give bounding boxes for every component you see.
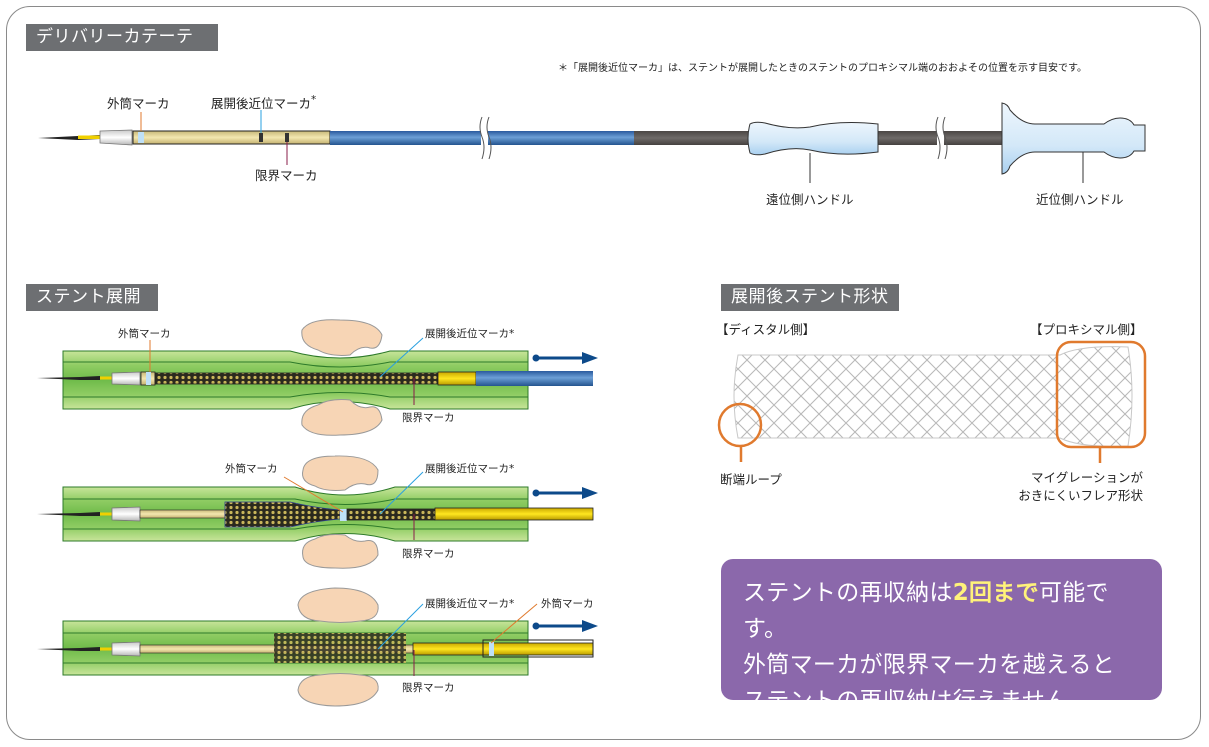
pull-arrow-1 xyxy=(532,352,598,364)
label-limit-marker: 限界マーカ xyxy=(255,168,318,183)
delivery-catheter xyxy=(38,102,1146,183)
label-text: 展開後近位マーカ xyxy=(211,96,312,111)
pull-arrow-3 xyxy=(532,620,598,632)
step1-outer-marker: 外筒マーカ xyxy=(118,328,171,340)
lesion-top xyxy=(301,319,383,356)
label-outer-marker: 外筒マーカ xyxy=(107,96,170,111)
catheter-tip xyxy=(99,129,133,146)
stent-mesh xyxy=(154,372,439,385)
rewrap-limit-callout: ステントの再収納は2回まで可能です。 外筒マーカが限界マーカを越えると ステント… xyxy=(721,559,1162,714)
label-proximal-side: 【プロキシマル側】 xyxy=(1030,322,1143,337)
outer-sheath xyxy=(132,130,331,145)
label-distal-handle: 遠位側ハンドル xyxy=(766,192,854,207)
break-mark-1 xyxy=(479,116,492,160)
label-post-deploy-proximal-marker: 展開後近位マーカ* xyxy=(211,93,316,112)
step2-proximal-marker: 展開後近位マーカ* xyxy=(425,463,515,475)
step3-proximal-marker: 展開後近位マーカ* xyxy=(425,598,515,610)
callout-text: ステントの再収納は xyxy=(743,580,953,606)
lesion-bottom xyxy=(301,399,383,436)
deployment-step-1 xyxy=(37,319,598,436)
step1-proximal-marker: 展開後近位マーカ* xyxy=(425,328,515,340)
label-cut-end-loop: 断端ループ xyxy=(720,472,782,487)
distal-handle xyxy=(747,121,879,156)
label-distal-side: 【ディスタル側】 xyxy=(716,322,816,337)
callout-line-1: ステントの再収納は2回まで可能です。 xyxy=(743,575,1142,647)
proximal-marker-band xyxy=(259,133,263,142)
stent-mesh-body xyxy=(733,346,1133,447)
callout-text: 可能です。 xyxy=(743,580,1109,642)
deployment-step-3 xyxy=(37,587,598,707)
flare-line-2: おきにくいフレア形状 xyxy=(1018,488,1143,503)
label-flare-shape: マイグレーションが おきにくいフレア形状 xyxy=(1000,469,1143,505)
callout-highlight: 2回まで xyxy=(952,580,1039,606)
deployment-step-2 xyxy=(37,455,598,569)
step2-outer-marker: 外筒マーカ xyxy=(225,463,278,475)
callout-line-2: 外筒マーカが限界マーカを越えると xyxy=(743,652,1116,678)
stent-fully-deployed xyxy=(274,633,406,663)
outer-marker-band xyxy=(138,132,144,143)
proximal-handle xyxy=(1001,102,1146,175)
pull-arrow-2 xyxy=(532,487,598,499)
section-title-deployed-stent-shape: 展開後ステント形状 xyxy=(721,284,899,311)
section-title-stent-deployment: ステント展開 xyxy=(26,284,158,311)
stent-shape-illustration xyxy=(717,340,1147,463)
outer-frame xyxy=(6,6,1201,740)
callout-line-3: ステントの再収納は行えません。 xyxy=(743,688,1092,714)
flare-line-1: マイグレーションが xyxy=(1030,470,1143,485)
section-title-delivery-catheter: デリバリーカテーテル xyxy=(26,24,218,74)
asterisk: * xyxy=(311,93,317,106)
step3-limit-marker: 限界マーカ xyxy=(402,682,455,694)
gray-shaft xyxy=(634,131,749,145)
step1-limit-marker: 限界マーカ xyxy=(402,412,455,424)
limit-marker-band xyxy=(285,133,289,142)
guidewire-yellow xyxy=(78,135,100,139)
label-proximal-handle: 近位側ハンドル xyxy=(1036,192,1124,207)
footnote: ＊「展開後近位マーカ」は、ステントが展開したときのステントのプロキシマル端のおお… xyxy=(558,63,1087,74)
step3-outer-marker: 外筒マーカ xyxy=(541,598,594,610)
break-mark-2 xyxy=(935,116,948,160)
step2-limit-marker: 限界マーカ xyxy=(402,548,455,560)
